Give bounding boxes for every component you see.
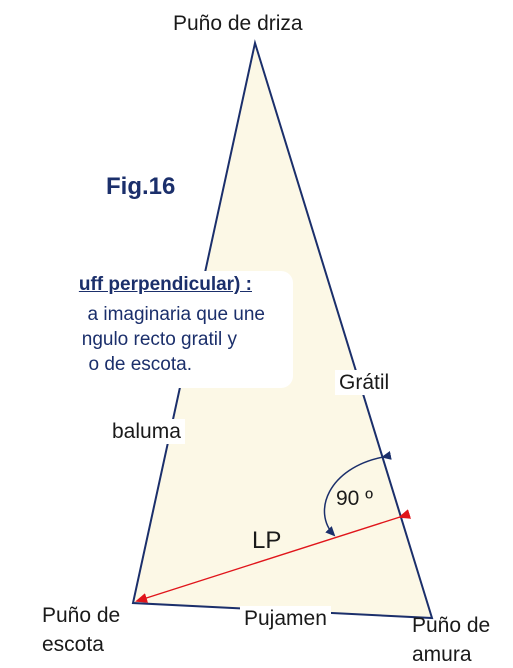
- luff-label: Grátil: [335, 370, 394, 395]
- note-line-3: o de escota.: [88, 354, 192, 375]
- clew-label-line-1: Puño de: [42, 604, 121, 627]
- head-label: Puño de driza: [173, 12, 303, 35]
- figure-label: Fig.16: [106, 173, 176, 200]
- right-angle-arc: [323, 451, 392, 537]
- note-line-1: a imaginaria que une: [87, 304, 265, 325]
- foot-label: Pujamen: [240, 606, 331, 631]
- lp-label: LP: [252, 527, 282, 554]
- leech-label: baluma: [108, 419, 185, 444]
- tack-label-line-2: amura: [412, 643, 472, 666]
- luff-perpendicular-note: uff perpendicular) : a imaginaria que un…: [0, 271, 293, 388]
- clew-label-line-2: escota: [42, 633, 104, 656]
- tack-label-line-1: Puño de: [412, 614, 491, 637]
- note-line-2: ngulo recto gratil y: [81, 329, 237, 350]
- angle-label: 90 º: [336, 487, 373, 510]
- note-title: uff perpendicular) :: [78, 274, 252, 295]
